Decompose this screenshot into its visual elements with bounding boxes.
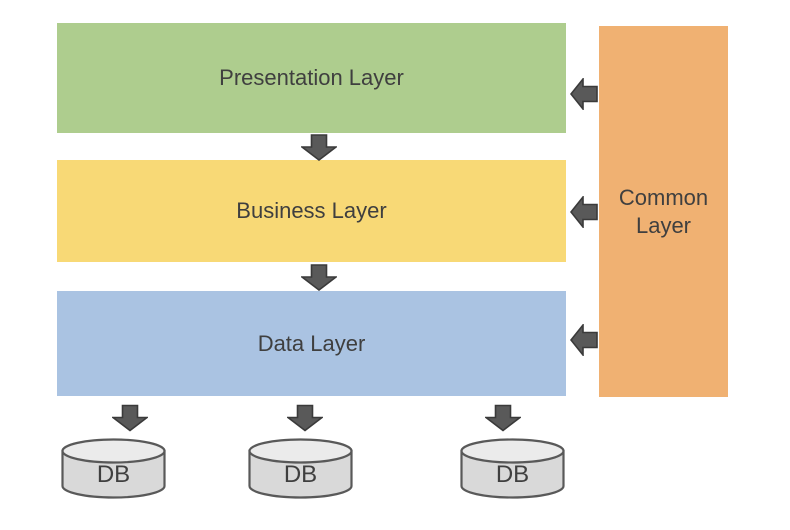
- database-icon: [248, 438, 353, 499]
- arrow-down-business-to-data-icon: [301, 264, 337, 291]
- database-icon: [61, 438, 166, 499]
- database-cylinder-1: DB: [60, 437, 167, 501]
- presentation-layer-box: Presentation Layer: [57, 23, 566, 133]
- arrow-down-to-db-1-icon: [112, 404, 148, 432]
- database-icon: [460, 438, 565, 499]
- arrow-down-to-db-3-icon: [485, 404, 521, 432]
- business-layer-box: Business Layer: [57, 160, 566, 262]
- data-layer-box: Data Layer: [57, 291, 566, 396]
- database-cylinder-3: DB: [459, 437, 566, 501]
- presentation-layer-label: Presentation Layer: [219, 65, 404, 91]
- db-label: DB: [283, 461, 318, 488]
- db-label: DB: [96, 461, 131, 488]
- arrow-down-presentation-to-business-icon: [301, 134, 337, 161]
- arrow-left-common-to-data-icon: [570, 324, 598, 356]
- common-layer-label: Common Layer: [618, 185, 709, 238]
- arrow-left-common-to-business-icon: [570, 196, 598, 228]
- business-layer-label: Business Layer: [236, 198, 387, 224]
- arrow-down-to-db-2-icon: [287, 404, 323, 432]
- db-label: DB: [495, 461, 530, 488]
- database-cylinder-2: DB: [247, 437, 354, 501]
- arrow-left-common-to-presentation-icon: [570, 78, 598, 110]
- data-layer-label: Data Layer: [257, 330, 366, 356]
- common-layer-box: Common Layer: [599, 26, 728, 397]
